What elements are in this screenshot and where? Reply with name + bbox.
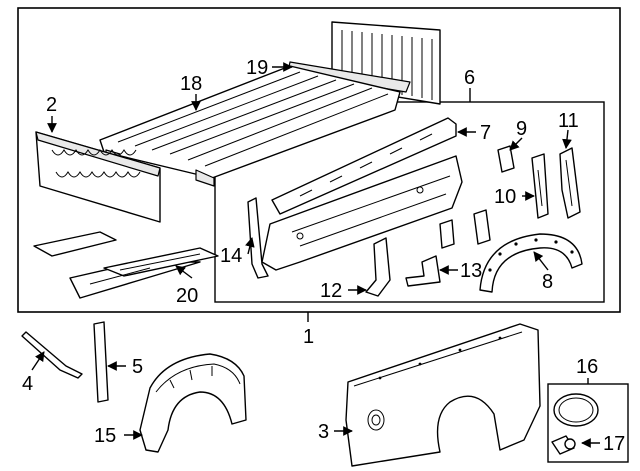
assembly-frame [17,7,621,313]
corner-bracket-part[interactable] [247,197,269,279]
callout-10: 10 [494,186,516,208]
reinforcement-10-part[interactable] [531,153,549,219]
outer-side-panel-part[interactable] [345,323,541,467]
callout-16: 16 [576,356,598,378]
fuel-door-16-part[interactable] [553,393,599,427]
callout-2: 2 [46,94,57,116]
fuel-door-hinge-17-part[interactable] [551,435,576,455]
side-rail-part[interactable] [271,117,457,215]
callout-13: 13 [460,260,482,282]
callout-19: 19 [246,57,268,79]
callout-7: 7 [480,122,491,144]
wheelhouse-liner-part[interactable] [139,353,247,453]
end-panel-part[interactable] [35,131,161,223]
callout-6: 6 [464,67,475,89]
reinforcement-11-part[interactable] [559,147,581,219]
callout-14: 14 [220,245,242,267]
small-bracket-part[interactable] [439,209,491,249]
floor-support-part[interactable] [33,231,219,299]
callout-18: 18 [180,73,202,95]
callout-15: 15 [94,425,116,447]
bracket-9-part[interactable] [497,145,515,173]
subassembly-frame [214,101,605,303]
stake-pocket-13-part[interactable] [405,255,441,287]
callout-11: 11 [558,110,579,132]
inner-side-panel-part[interactable] [261,155,463,271]
callout-20: 20 [176,285,198,307]
stake-pocket-12-part[interactable] [365,237,391,297]
callout-1: 1 [303,326,314,348]
wheelhouse-8-part[interactable] [479,233,583,293]
callout-8: 8 [542,271,553,293]
callout-17: 17 [603,433,625,455]
callout-3: 3 [318,421,329,443]
callout-12: 12 [320,280,342,302]
callout-5: 5 [132,356,143,378]
callout-4: 4 [22,373,33,395]
callout-9: 9 [516,118,527,140]
strip-5-part[interactable] [93,321,109,403]
rod-4-part[interactable] [21,331,83,379]
